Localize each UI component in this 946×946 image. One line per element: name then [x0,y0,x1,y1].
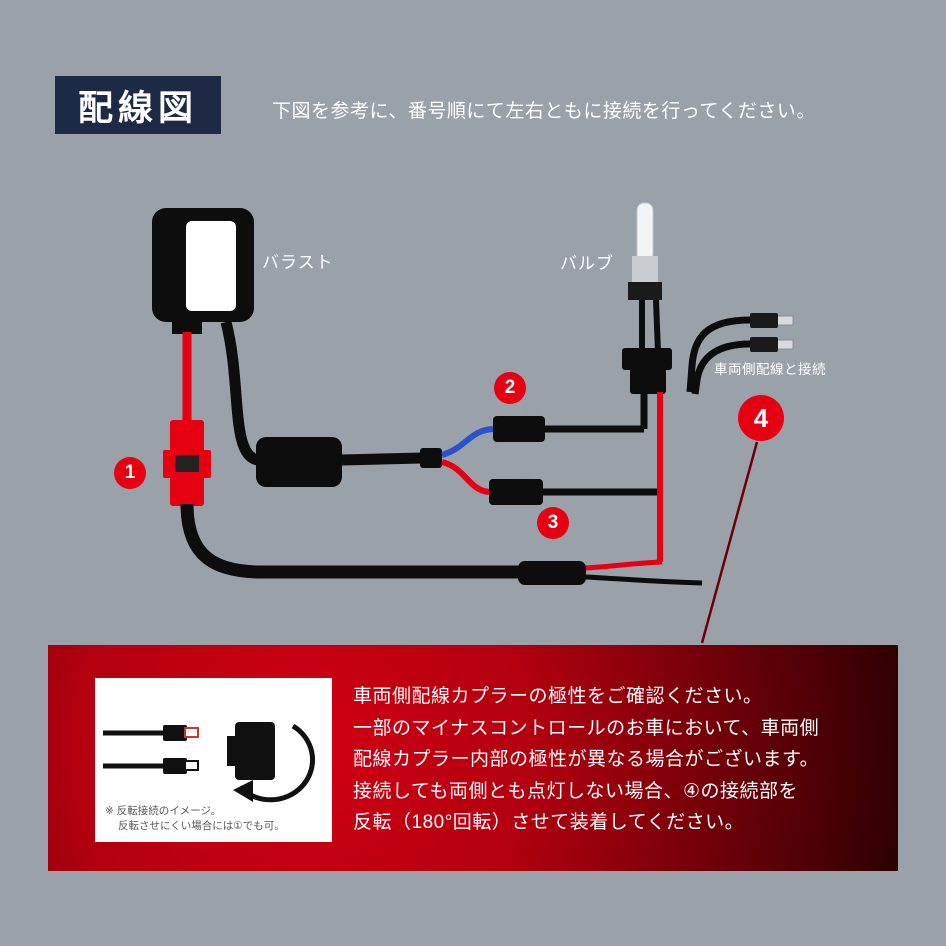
harness-ferrule [518,561,586,585]
page-title: 配線図 [77,88,198,128]
vehicle-terminal-top [750,313,794,328]
inset-note-line2: 反転させにくい場合には①でも可。 [118,820,285,832]
page-title-box: 配線図 [55,76,221,134]
step-4-number: 4 [753,402,769,433]
notice-line-2: 一部のマイナスコントロールのお車において、車両側 [353,717,820,739]
step-3-badge: 3 [537,507,569,539]
vehicle-wire-top [686,316,751,393]
ballast-label: バラスト [262,253,334,272]
inset-note: ※ 反転接続のイメージ。 反転させにくい場合には①でも可。 [105,804,285,834]
red-wire [441,459,490,495]
notice-line-4: 接続しても両側とも点灯しない場合、④の接続部を [353,780,799,802]
bulb-lead-red [653,299,661,353]
inset-note-line1: ※ 反転接続のイメージ。 [105,805,222,817]
step-2-badge: 2 [494,372,526,404]
step-3-number: 3 [547,512,559,533]
instruction-text: 下図を参考に、番号順にて左右ともに接続を行ってください。 [272,101,816,122]
tail-wire-black [585,574,703,586]
tail-wire-red [585,559,663,571]
ballast-unit [152,208,254,334]
step-1-number: 1 [124,462,136,483]
hid-bulb [628,202,662,300]
notice-panel: ※ 反転接続のイメージ。 反転させにくい場合には①でも可。 車両側配線カプラーの… [48,645,898,871]
notice-line-5: 反転（180°回転）させて装着してください。 [353,812,745,833]
notice-line-3: 配線カプラー内部の極性が異なる場合がございます。 [353,749,820,770]
step4-pointer-line [700,441,759,644]
step-2-number: 2 [504,377,516,398]
vehicle-side-label: 車両側配線と接続 [714,362,826,377]
splitter-connector [420,448,442,468]
reversal-inset: ※ 反転接続のイメージ。 反転させにくい場合には①でも可。 [95,678,332,842]
reversal-illustration [103,722,316,803]
vehicle-terminal-bottom [750,337,794,352]
notice-text: 車両側配線カプラーの極性をご確認ください。 一部のマイナスコントロールのお車にお… [353,681,819,839]
igniter-output-wire [341,452,423,466]
bulb-connector-block [622,348,672,394]
notice-line-1: 車両側配線カプラーの極性をご確認ください。 [353,686,763,707]
step-4-badge: 4 [738,395,784,441]
main-harness-cable [180,503,520,579]
bulb-label: バルブ [560,254,614,273]
blue-wire [441,426,494,458]
igniter-box [256,437,342,487]
connector-2 [493,409,545,442]
connector-3 [489,473,543,505]
power-connector [163,420,211,506]
step-1-badge: 1 [114,457,146,489]
ballast-output-wire [220,320,260,466]
